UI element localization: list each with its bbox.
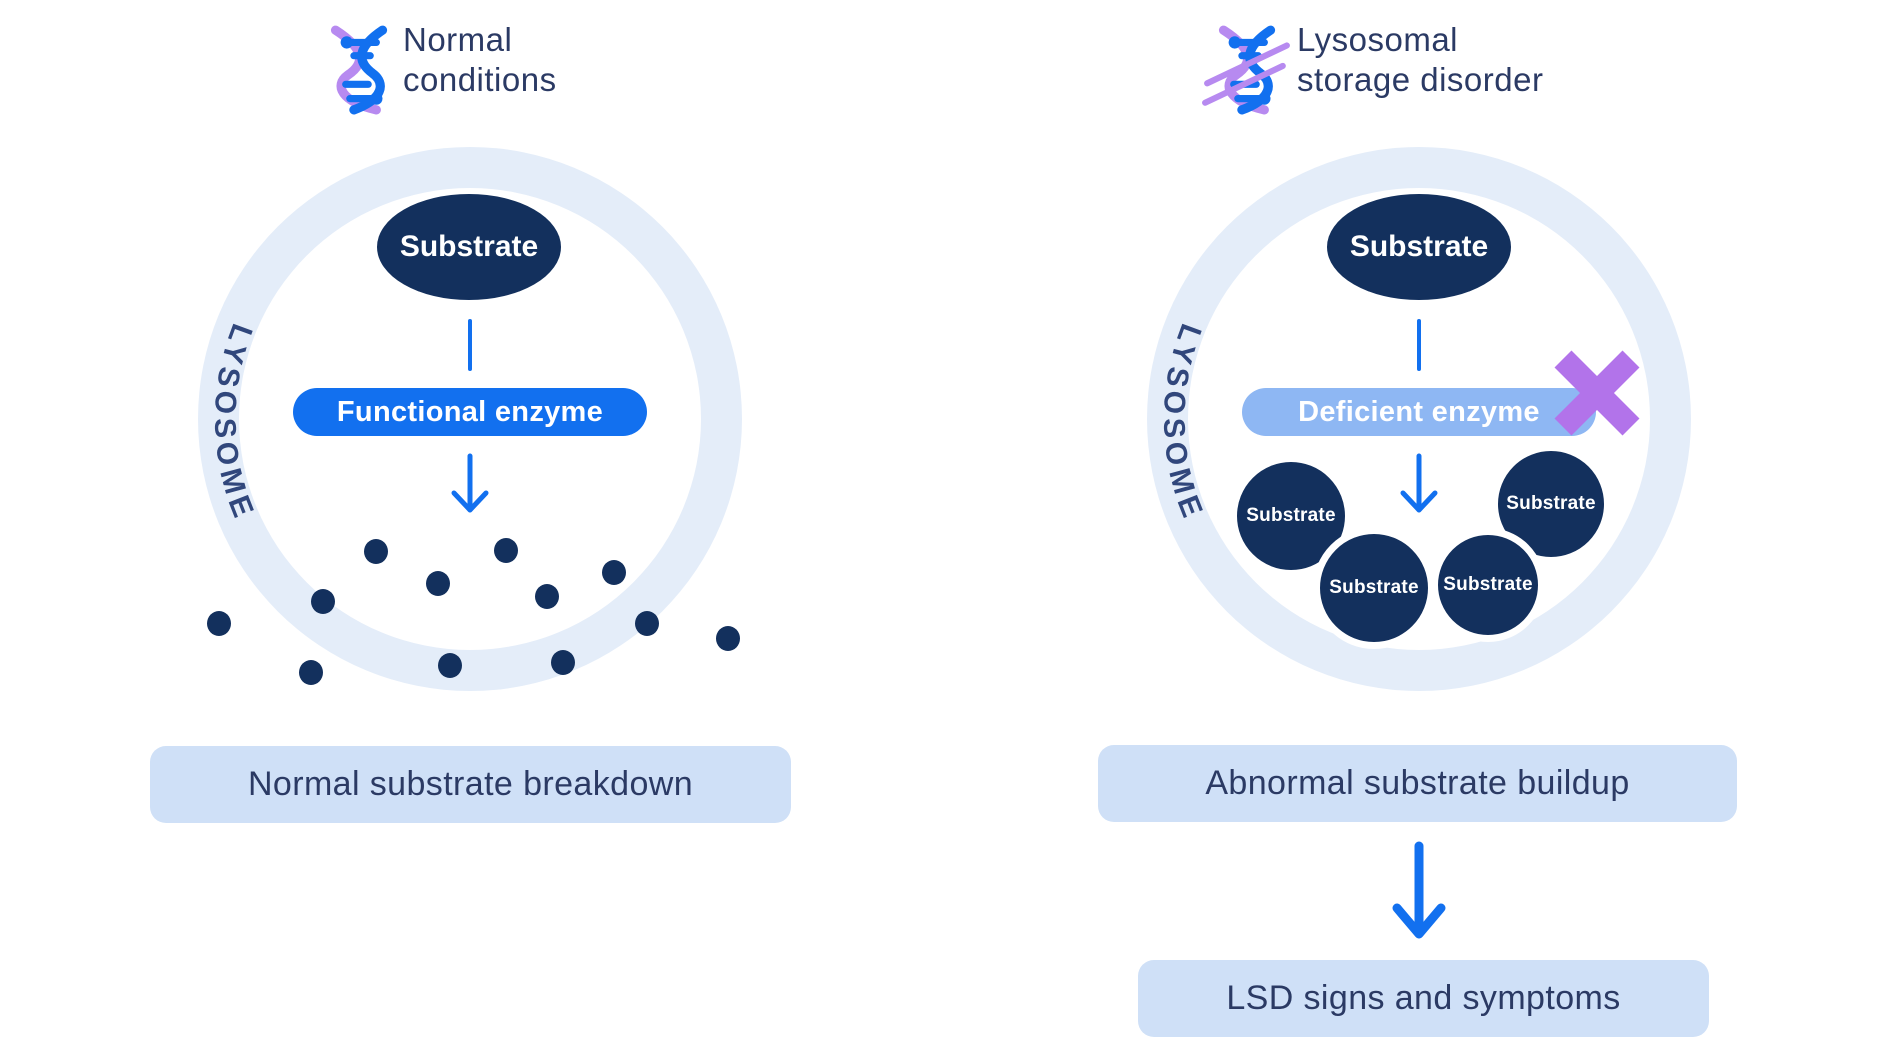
substrate-to-enzyme-line-normal <box>468 319 472 371</box>
substrate-dot <box>299 660 323 685</box>
lsd-result-box: Abnormal substrate buildup <box>1098 745 1737 822</box>
lysosome-label: LYSOSOME <box>1157 320 1206 527</box>
substrate-dot <box>635 611 659 636</box>
dna-icon <box>330 25 388 115</box>
substrate-buildup-label: Substrate <box>1246 505 1336 526</box>
normal-result-label: Normal substrate breakdown <box>247 765 694 803</box>
functional-enzyme-label: Functional enzyme <box>336 395 604 428</box>
svg-text:LYSOSOME: LYSOSOME <box>208 320 262 527</box>
substrate-ellipse-lsd: Substrate <box>1327 194 1511 300</box>
substrate-buildup-circle: Substrate <box>1431 528 1545 642</box>
substrate-to-enzyme-line-lsd <box>1417 319 1421 371</box>
lsd-symptoms-label: LSD signs and symptoms <box>1226 979 1621 1017</box>
substrate-label: Substrate <box>1349 230 1489 263</box>
dna-crossed-icon <box>1202 25 1290 115</box>
substrate-dot <box>716 626 740 651</box>
lsd-title: Lysosomal storage disorder <box>1297 20 1543 100</box>
substrate-dot <box>207 611 231 636</box>
substrate-dot <box>494 538 518 563</box>
substrate-buildup-label: Substrate <box>1506 493 1596 514</box>
substrate-dot <box>364 539 388 564</box>
normal-conditions-title-line1: Normal <box>403 21 513 58</box>
substrate-buildup-label: Substrate <box>1329 577 1419 598</box>
deficient-enzyme-pill: Deficient enzyme <box>1242 388 1596 436</box>
substrate-label: Substrate <box>399 230 539 263</box>
normal-conditions-title-line2: conditions <box>403 61 557 98</box>
buildup-to-symptoms-arrow <box>1392 841 1446 939</box>
substrate-dot <box>438 653 462 678</box>
lysosome-curved-label-normal: LYSOSOME <box>208 320 262 527</box>
blocked-x-icon <box>1554 350 1640 436</box>
substrate-buildup-circle: Substrate <box>1313 527 1435 649</box>
lsd-title-line1: Lysosomal <box>1297 21 1459 58</box>
svg-text:LYSOSOME: LYSOSOME <box>1157 320 1211 527</box>
normal-conditions-title: Normal conditions <box>403 20 557 100</box>
normal-result-box: Normal substrate breakdown <box>150 746 791 823</box>
substrate-dot <box>602 560 626 585</box>
substrate-dot <box>551 650 575 675</box>
lsd-symptoms-box: LSD signs and symptoms <box>1138 960 1709 1037</box>
lsd-result-label: Abnormal substrate buildup <box>1205 764 1630 802</box>
functional-enzyme-pill: Functional enzyme <box>293 388 647 436</box>
substrate-dot <box>535 584 559 609</box>
deficient-enzyme-label: Deficient enzyme <box>1298 395 1540 428</box>
substrate-ellipse-normal: Substrate <box>377 194 561 300</box>
substrate-buildup-label: Substrate <box>1443 574 1533 595</box>
enzyme-down-arrow-lsd <box>1400 453 1438 513</box>
lysosome-curved-label-lsd: LYSOSOME <box>1157 320 1211 527</box>
lysosome-label: LYSOSOME <box>208 320 257 527</box>
lsd-title-line2: storage disorder <box>1297 61 1544 98</box>
substrate-dot <box>426 571 450 596</box>
enzyme-down-arrow-normal <box>451 453 489 513</box>
substrate-dot <box>311 589 335 614</box>
